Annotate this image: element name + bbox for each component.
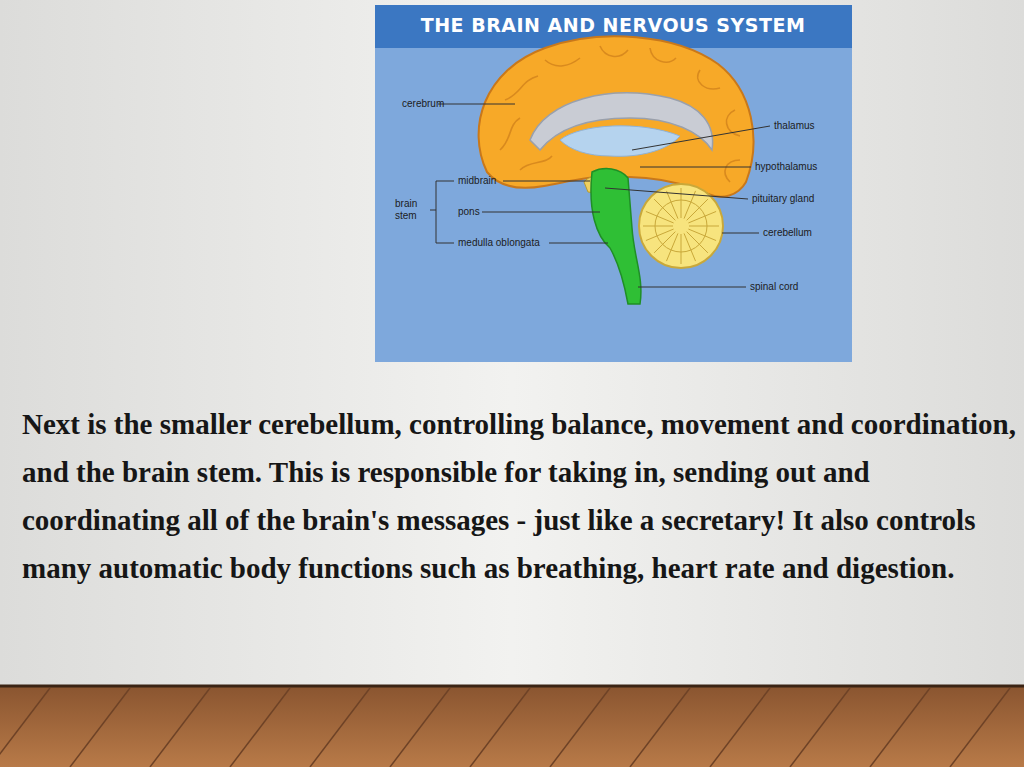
leader-line xyxy=(503,181,590,182)
part-label: hypothalamus xyxy=(755,161,817,173)
plank-seam xyxy=(870,688,930,767)
diagram-title: THE BRAIN AND NERVOUS SYSTEM xyxy=(421,14,806,36)
folium xyxy=(687,232,708,253)
floor-edge xyxy=(0,685,1024,688)
folium xyxy=(684,233,695,261)
folium xyxy=(643,226,673,227)
leader-lines xyxy=(430,104,770,287)
part-label: pituitary gland xyxy=(752,193,814,205)
brain-stem-bracket xyxy=(430,181,454,243)
folium xyxy=(688,229,716,240)
plank-seam xyxy=(950,688,1010,767)
folium xyxy=(646,229,674,240)
plank-seam xyxy=(0,688,50,767)
folium xyxy=(666,233,677,261)
folium xyxy=(666,191,677,219)
plank-seam xyxy=(470,688,530,767)
slide-ground xyxy=(0,0,1024,686)
folium xyxy=(681,234,682,264)
thalamus-shape xyxy=(560,126,680,156)
part-label: thalamus xyxy=(774,120,815,132)
caption-text: Next is the smaller cerebellum, controll… xyxy=(22,400,1018,592)
plank-seam xyxy=(710,688,770,767)
leader-line xyxy=(640,167,751,168)
plank-seam xyxy=(310,688,370,767)
folium xyxy=(687,199,708,220)
folium xyxy=(688,211,716,222)
part-label: cerebellum xyxy=(763,227,812,239)
part-label: cerebrum xyxy=(402,98,444,110)
plank-seam xyxy=(550,688,610,767)
plank-seam xyxy=(630,688,690,767)
folium xyxy=(654,199,675,220)
leader-line xyxy=(549,243,608,244)
cerebellum-folia xyxy=(643,188,719,264)
leader-line xyxy=(605,188,748,199)
brain-illustration xyxy=(479,36,754,304)
plank-seam xyxy=(790,688,850,767)
wood-floor xyxy=(0,686,1024,767)
folium xyxy=(681,188,682,218)
plank-seam xyxy=(150,688,210,767)
plank-seam xyxy=(390,688,450,767)
part-label: spinal cord xyxy=(750,281,798,293)
leader-line xyxy=(482,212,600,213)
leader-line xyxy=(438,104,515,105)
leader-line xyxy=(722,233,759,234)
leader-line xyxy=(638,287,746,288)
folium xyxy=(654,232,675,253)
plank-seam xyxy=(230,688,290,767)
leader-line xyxy=(632,126,770,150)
folium xyxy=(655,200,707,252)
plank-seam xyxy=(70,688,130,767)
folium xyxy=(646,211,674,222)
part-label: pons xyxy=(458,206,480,218)
diagram-panel xyxy=(375,5,852,362)
part-label: brain stem xyxy=(395,198,429,222)
cerebrum-folds xyxy=(500,46,740,182)
folium xyxy=(689,226,719,227)
part-label: medulla oblongata xyxy=(458,237,540,249)
floor-planks xyxy=(0,688,1010,767)
part-label: midbrain xyxy=(458,175,496,187)
